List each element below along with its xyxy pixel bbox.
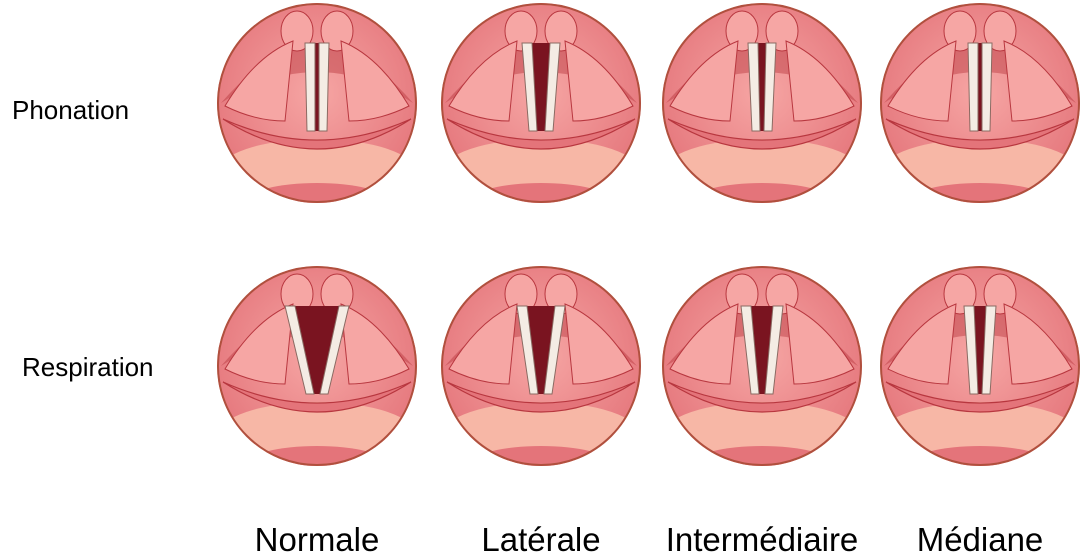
larynx-phonation-laterale bbox=[439, 1, 643, 205]
row-label-phonation: Phonation bbox=[12, 95, 129, 125]
larynx-respiration-laterale bbox=[439, 264, 643, 468]
column-label-mediane: Médiane bbox=[917, 522, 1044, 558]
larynx-respiration-normale bbox=[215, 264, 419, 468]
larynx-phonation-normale bbox=[215, 1, 419, 205]
row-label-respiration: Respiration bbox=[22, 352, 154, 382]
column-label-intermediaire: Intermédiaire bbox=[666, 522, 859, 558]
larynx-respiration-mediane bbox=[878, 264, 1082, 468]
larynx-phonation-mediane bbox=[878, 1, 1082, 205]
column-label-normale: Normale bbox=[255, 522, 380, 558]
larynx-phonation-intermediaire bbox=[660, 1, 864, 205]
larynx-respiration-intermediaire bbox=[660, 264, 864, 468]
column-label-laterale: Latérale bbox=[481, 522, 600, 558]
